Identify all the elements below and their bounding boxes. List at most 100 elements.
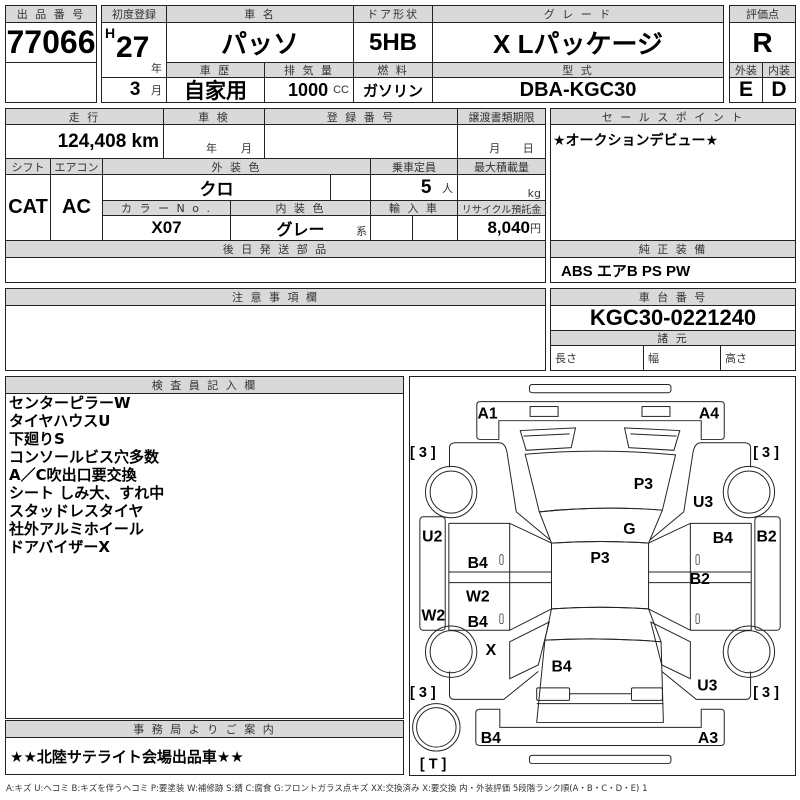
displacement-value: 1000 <box>288 79 329 100</box>
max-load-label: 最大積載量 <box>457 158 546 175</box>
insp-year-unit: 年 <box>206 142 217 155</box>
reg-no-label: 登 録 番 号 <box>264 108 458 125</box>
office-note: ★★北陸サテライト会場出品車★★ <box>5 737 404 775</box>
history: 自家用 <box>166 77 265 103</box>
inspection-date: 年月 <box>163 124 265 159</box>
first-reg-year: H 27 年 <box>101 22 167 78</box>
mark-p3-hood: P3 <box>634 476 654 493</box>
spec-label: 諸 元 <box>550 330 796 346</box>
equipment-label: 純 正 装 備 <box>550 240 796 258</box>
equipment: ABS エアB PS PW <box>550 257 796 283</box>
first-reg-month: 3 月 <box>101 77 167 103</box>
tire-front-right: [ 3 ] <box>753 445 779 461</box>
notes <box>5 305 546 371</box>
windshield <box>538 507 664 544</box>
ext-color-label: 外 装 色 <box>102 158 371 175</box>
legend: A:キズ U:ヘコミ B:キズを伴うヘコミ P:要塗装 W:補修跡 S:錆 C:… <box>6 784 648 794</box>
sales-point-label: セ ー ル ス ポ イ ン ト <box>550 108 796 125</box>
fuel-label: 燃 料 <box>353 62 433 78</box>
capacity-value: 5 <box>420 176 432 198</box>
mark-u3-rear-right: U3 <box>697 678 717 695</box>
inspector-item: A／C吹出口要交換 <box>9 466 137 484</box>
ac-label: エアコン <box>50 158 103 175</box>
shift: CAT <box>5 174 51 241</box>
model-label: 型 式 <box>432 62 724 78</box>
lot-number-label: 出 品 番 号 <box>5 5 97 23</box>
door-label: ドア形状 <box>353 5 433 23</box>
model-code: DBA-KGC30 <box>432 77 724 103</box>
era: H <box>105 25 116 41</box>
displacement-unit: CC <box>333 84 349 96</box>
inspector-notes <box>5 393 404 719</box>
chassis-number: KGC30-0221240 <box>550 305 796 331</box>
spare-tire <box>412 703 461 752</box>
later-parts-label: 後 日 発 送 部 品 <box>5 240 546 258</box>
car-name-label: 車 名 <box>166 5 354 23</box>
mark-w2-left-rear-door: W2 <box>466 588 490 605</box>
transfer-month-unit: 月 <box>489 142 501 155</box>
tire-rear-left: [ 3 ] <box>410 685 436 701</box>
rear-bumper <box>475 708 725 746</box>
front-bumper <box>476 401 725 440</box>
int-score-label: 内装 <box>762 62 796 78</box>
shift-label: シフト <box>5 158 51 175</box>
lot-number: 77066 <box>5 22 97 63</box>
lot-blank <box>5 62 97 103</box>
inspector-item: コンソールビス穴多数 <box>9 448 160 466</box>
int-color-suffix: 系 <box>356 226 367 238</box>
int-color-value: グレー <box>276 222 325 239</box>
left-side <box>419 442 552 700</box>
reg-year: 27 <box>116 31 150 64</box>
rear-bar <box>528 754 672 765</box>
displacement: 1000 CC <box>264 77 354 103</box>
car-outline: A1 A4 P3 U3 G U2 B2 B4 P3 B4 B2 W2 W2 B4… <box>410 383 781 773</box>
rear-window <box>544 606 662 643</box>
door-type: 5HB <box>353 22 433 63</box>
mark-g: G <box>623 521 635 538</box>
recycle-label: リサイクル預託金 <box>457 200 546 216</box>
mileage-label: 走 行 <box>5 108 164 125</box>
score-label: 評価点 <box>729 5 796 23</box>
width: 幅 <box>643 345 721 371</box>
mark-p3-roof: P3 <box>590 550 610 567</box>
grade: X Lパッケージ <box>432 22 724 63</box>
length: 長さ <box>550 345 644 371</box>
later-parts <box>5 257 546 283</box>
inspector-label: 検 査 員 記 入 欄 <box>5 376 404 394</box>
int-color-label: 内 装 色 <box>230 200 371 216</box>
inspector-item: シート しみ大、すれ中 <box>9 484 165 502</box>
recycle-value: 8,040 <box>487 218 530 237</box>
inspector-item: 社外アルミホイール <box>9 520 144 538</box>
capacity-label: 乗車定員 <box>370 158 458 175</box>
max-load: kg <box>457 174 546 201</box>
insp-month-unit: 月 <box>241 142 252 155</box>
mark-a1: A1 <box>477 406 497 423</box>
mark-b2-right-door: B2 <box>690 571 710 588</box>
month-unit: 月 <box>151 85 162 97</box>
mark-b2-right-sill: B2 <box>757 528 777 545</box>
import-b <box>412 215 458 241</box>
mark-b4-left-front-door: B4 <box>468 555 488 572</box>
mark-u2: U2 <box>422 528 442 545</box>
reg-no <box>264 124 458 159</box>
reg-month: 3 <box>129 79 141 100</box>
transfer-day-unit: 日 <box>522 142 534 155</box>
import-a <box>370 215 413 241</box>
mark-b4-right-front-door: B4 <box>713 530 733 547</box>
mark-a3: A3 <box>698 730 718 747</box>
notes-label: 注 意 事 項 欄 <box>5 288 546 306</box>
int-score: D <box>762 77 796 103</box>
chassis-label: 車 台 番 号 <box>550 288 796 306</box>
ext-color: クロ <box>102 174 331 201</box>
inspection-label: 車 検 <box>163 108 265 125</box>
score-value: R <box>729 22 796 63</box>
recycle-unit: 円 <box>530 223 541 235</box>
mileage: 124,408 km <box>5 124 164 159</box>
mark-x: X <box>486 642 497 659</box>
color-no-label: カ ラ ー N o . <box>102 200 231 216</box>
import-label: 輸 入 車 <box>370 200 458 216</box>
right-side <box>648 442 781 700</box>
sales-point: ★オークションデビュー★ <box>550 124 796 241</box>
fuel: ガソリン <box>353 77 433 103</box>
